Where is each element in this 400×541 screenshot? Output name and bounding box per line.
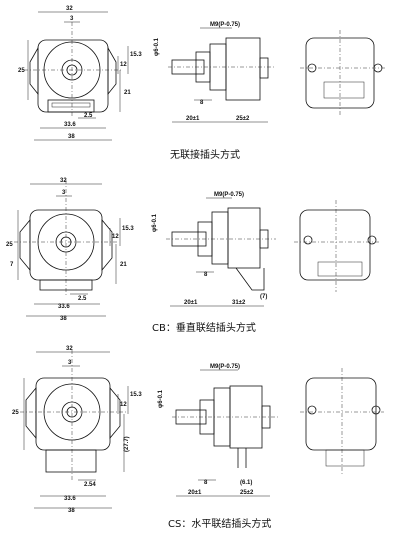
dim-len-a: 20±1 bbox=[184, 300, 198, 306]
dim-pitch: 2.54 bbox=[84, 482, 96, 488]
dim-right-c: 21 bbox=[120, 262, 127, 268]
dim-height-left: 25 bbox=[18, 68, 25, 74]
caption-no-connector: 无联接插头方式 bbox=[170, 150, 240, 161]
dim-w-mid: 33.6 bbox=[64, 496, 76, 502]
dim-shaft-dia: φ6-0.1 bbox=[158, 389, 164, 408]
dim-thread: M9(P-0.75) bbox=[210, 364, 240, 370]
dim-pitch: 2.5 bbox=[78, 296, 87, 302]
dim-tab: 3 bbox=[68, 360, 72, 366]
dim-len-b: 25±2 bbox=[240, 490, 254, 496]
caption-cs-horizontal: CS：水平联结插头方式 bbox=[168, 519, 272, 530]
dim-flat: 8 bbox=[204, 272, 208, 278]
dim-len-a: 20±1 bbox=[186, 116, 200, 122]
dim-w-mid: 33.6 bbox=[64, 122, 76, 128]
variant-2: 32 3 25 7 12 15.3 21 2.5 33.6 38 bbox=[6, 178, 380, 322]
dim-height-left-b: 7 bbox=[10, 262, 14, 268]
dim-height-left: 25 bbox=[6, 242, 13, 248]
dim-shaft-dia: φ6-0.1 bbox=[154, 37, 160, 56]
dim-w-mid: 33.6 bbox=[58, 304, 70, 310]
dim-right-b: 15.3 bbox=[130, 392, 142, 398]
front-view-2: 32 3 25 7 12 15.3 21 2.5 33.6 38 bbox=[6, 178, 134, 322]
dim-flat: 8 bbox=[204, 480, 208, 486]
rear-view-2 bbox=[294, 200, 380, 292]
dim-len-b: 31±2 bbox=[232, 300, 246, 306]
dim-tab: 3 bbox=[62, 190, 66, 196]
dim-thread: M9(P-0.75) bbox=[210, 22, 240, 28]
dim-len-a: 20±1 bbox=[188, 490, 202, 496]
dim-len-b: 25±2 bbox=[236, 116, 250, 122]
dim-right-a: 12 bbox=[120, 62, 127, 68]
dim-width-top: 32 bbox=[60, 178, 67, 184]
dim-width-top: 32 bbox=[66, 346, 73, 352]
dim-tab: 3 bbox=[70, 16, 74, 22]
dim-height-left: 25 bbox=[12, 410, 19, 416]
rear-view-3 bbox=[300, 368, 384, 474]
dim-w-total: 38 bbox=[60, 316, 67, 322]
caption-cb-vertical: CB：垂直联结插头方式 bbox=[152, 323, 256, 334]
dim-thread: M9(P-0.75) bbox=[214, 192, 244, 198]
dim-right-c: (27.7) bbox=[124, 436, 130, 452]
rear-view-1 bbox=[300, 30, 386, 116]
front-view-3: 32 3 25 12 15.3 (27.7) 2.54 33.6 38 bbox=[12, 346, 142, 514]
dim-flat: 8 bbox=[200, 100, 204, 106]
front-view-1: 32 3 25 12 15.3 21 2.5 33.6 38 bbox=[18, 6, 142, 141]
dim-right-b: 15.3 bbox=[130, 52, 142, 58]
side-view-2: M9(P-0.75) φ6-0.1 8 20±1 31±2 (7) bbox=[152, 192, 276, 307]
dim-right-a: 12 bbox=[112, 234, 119, 240]
dim-shaft-dia: φ6-0.1 bbox=[152, 213, 158, 232]
dim-pin: (6.1) bbox=[240, 480, 252, 486]
dim-right-a: 12 bbox=[120, 402, 127, 408]
dim-pin: (7) bbox=[260, 294, 267, 300]
dim-w-total: 38 bbox=[68, 508, 75, 514]
side-view-1: M9(P-0.75) φ6-0.1 8 20±1 25±2 bbox=[154, 22, 276, 123]
variant-1: 32 3 25 12 15.3 21 2.5 33.6 38 bbox=[18, 6, 386, 141]
variant-3: 32 3 25 12 15.3 (27.7) 2.54 33.6 38 bbox=[12, 346, 384, 514]
dim-right-b: 15.3 bbox=[122, 226, 134, 232]
dim-right-c: 21 bbox=[124, 90, 131, 96]
dim-w-total: 38 bbox=[68, 134, 75, 140]
side-view-3: M9(P-0.75) φ6-0.1 8 (6.1) 20±1 25±2 bbox=[158, 364, 280, 497]
dim-pitch: 2.5 bbox=[84, 113, 93, 119]
dim-width-top: 32 bbox=[66, 6, 73, 12]
